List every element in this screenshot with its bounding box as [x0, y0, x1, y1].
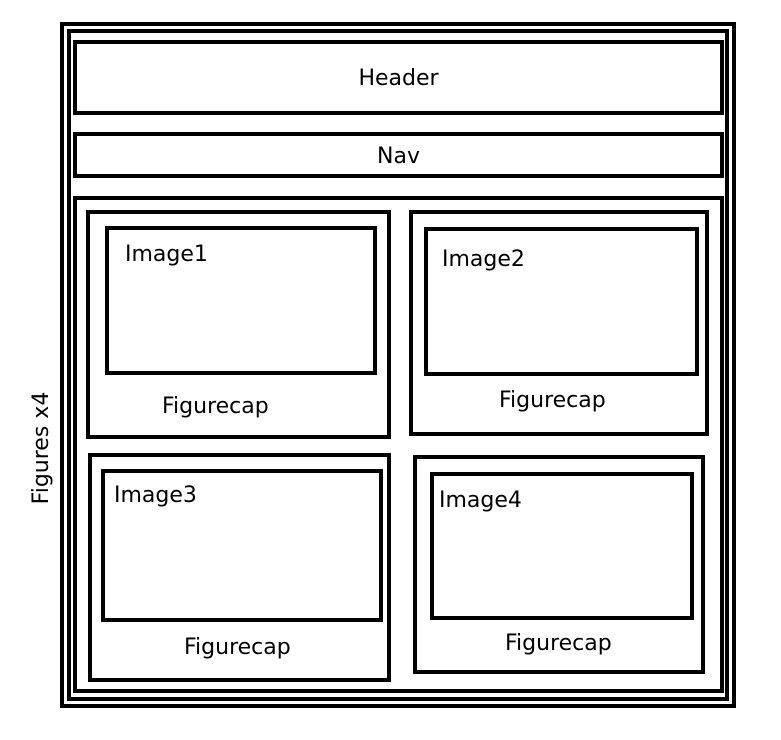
figure-3: Image3 Figurecap: [88, 453, 391, 682]
image-1-label: Image1: [125, 242, 208, 267]
figure-1-caption: Figurecap: [162, 394, 269, 419]
image-3-label: Image3: [114, 483, 197, 508]
image-2-box: Image2: [424, 227, 699, 376]
header-block: Header: [73, 40, 724, 115]
figure-4-caption: Figurecap: [505, 631, 612, 656]
header-label: Header: [358, 66, 439, 91]
image-3-box: Image3: [101, 469, 383, 622]
image-1-box: Image1: [105, 226, 377, 375]
image-2-label: Image2: [442, 247, 525, 272]
figures-count-label: Figures x4: [29, 391, 54, 505]
figure-1: Image1 Figurecap: [86, 210, 391, 439]
figure-2: Image2 Figurecap: [409, 210, 709, 436]
nav-label: Nav: [377, 144, 420, 169]
image-4-label: Image4: [439, 488, 522, 513]
figure-2-caption: Figurecap: [499, 388, 606, 413]
figure-3-caption: Figurecap: [184, 635, 291, 660]
image-4-box: Image4: [430, 472, 694, 620]
figure-4: Image4 Figurecap: [413, 455, 705, 674]
nav-block: Nav: [73, 132, 724, 178]
